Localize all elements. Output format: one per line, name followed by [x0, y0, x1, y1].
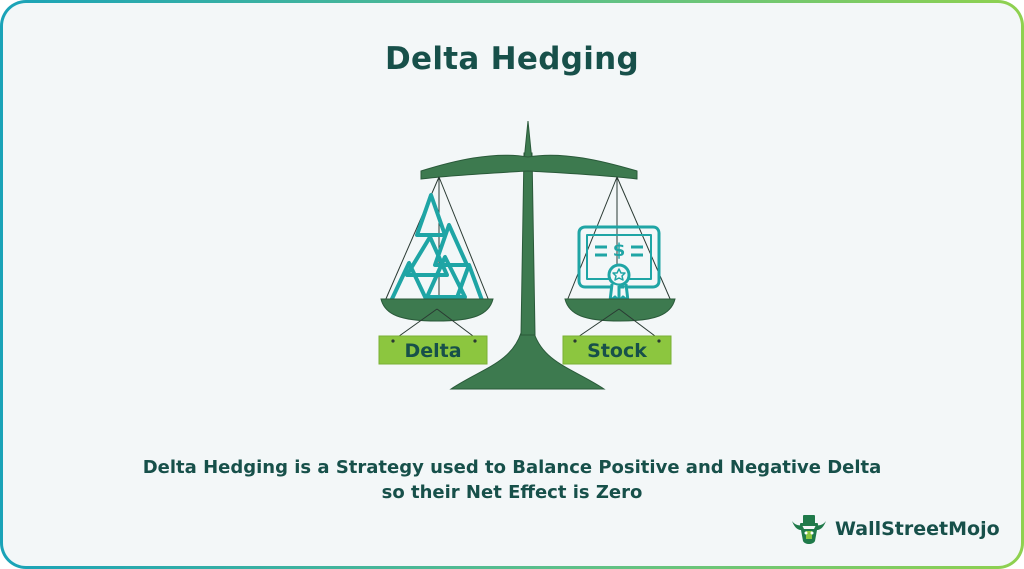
- caption: Delta Hedging is a Strategy used to Bala…: [3, 455, 1021, 505]
- page-title: Delta Hedging: [384, 41, 640, 77]
- wallstreetmojo-logo: WallStreetMojo: [789, 509, 1000, 549]
- triangle-icon: [415, 193, 447, 237]
- caption-line-1: Delta Hedging is a Strategy used to Bala…: [142, 457, 882, 478]
- caption-line-2: so their Net Effect is Zero: [381, 482, 643, 503]
- delta-label: Delta: [378, 335, 488, 365]
- label-strings: [394, 308, 660, 340]
- triangle-icon: [425, 255, 467, 299]
- scale-pillar: [520, 152, 536, 336]
- left-pan: [380, 298, 494, 322]
- bull-logo-icon: [792, 515, 826, 544]
- certificate-icon: $: [577, 225, 661, 303]
- stock-label: Stock: [562, 335, 672, 365]
- delta-label-text: Delta: [404, 340, 461, 362]
- scale-beam: [420, 154, 638, 180]
- logo-text: WallStreetMojo: [835, 518, 1000, 540]
- dollar-icon: $: [613, 240, 626, 261]
- stock-label-text: Stock: [587, 340, 647, 362]
- scale-spire: [523, 120, 533, 162]
- infographic-card: Delta Hedging: [3, 3, 1021, 566]
- balance-scale-diagram: $: [378, 120, 676, 390]
- triangle-icon-group: [389, 193, 485, 305]
